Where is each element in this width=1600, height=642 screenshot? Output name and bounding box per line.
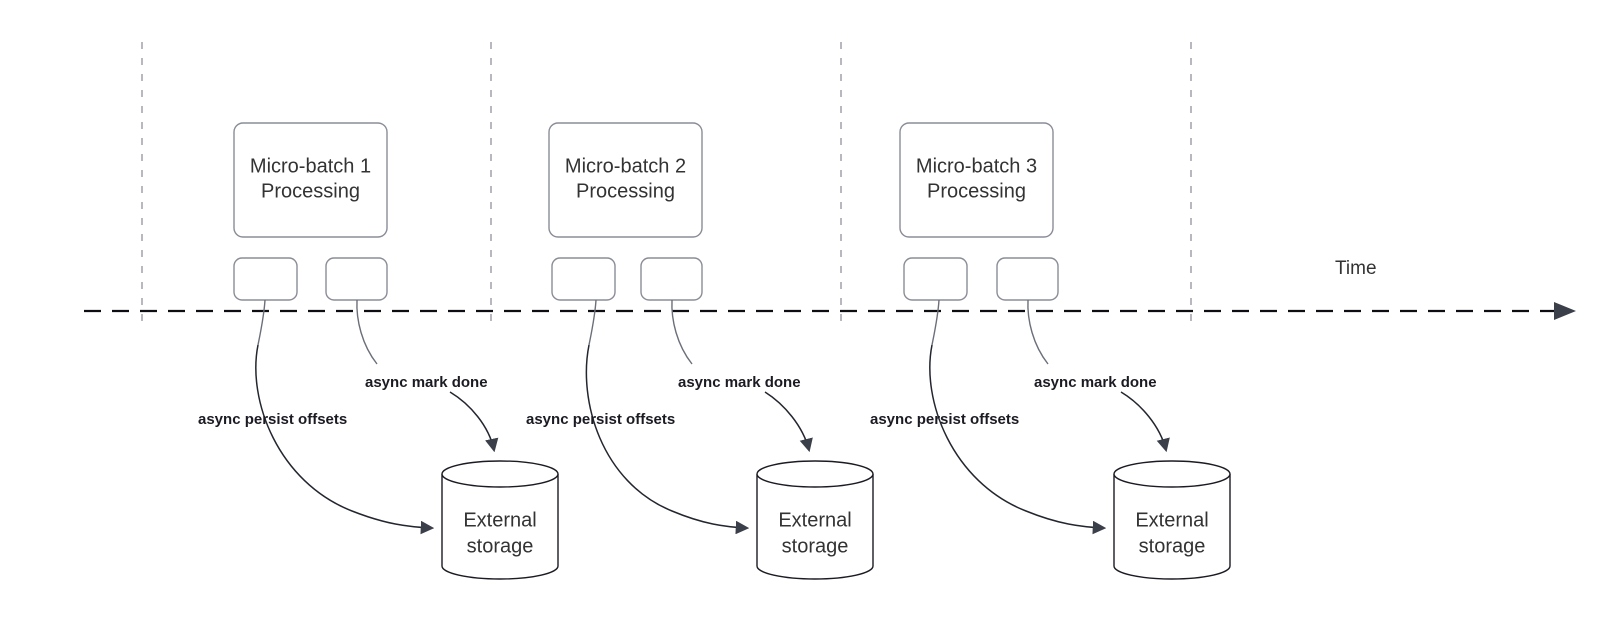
group-2-storage-label-line2: storage	[782, 535, 849, 557]
group-1-task-box-left[interactable]	[233, 257, 298, 301]
group-1-stub-right	[356, 299, 378, 365]
group-3-stub-left	[931, 299, 940, 346]
group-3-storage-label-line2: storage	[1139, 535, 1206, 557]
microbatch-3-label-line1: Micro-batch 3	[916, 155, 1037, 177]
group-1-task-box-right[interactable]	[325, 257, 388, 301]
group-2-task-box-right[interactable]	[640, 257, 703, 301]
microbatch-2-process-box[interactable]	[548, 122, 703, 238]
group-1-edge-label-mark-done: async mark done	[365, 374, 488, 391]
group-1-storage-label-line2: storage	[467, 535, 534, 557]
group-1-edge-label-persist-offsets: async persist offsets	[198, 411, 347, 428]
group-3-edge-mark-done	[1120, 391, 1170, 453]
group-3-task-box-left[interactable]	[903, 257, 968, 301]
group-2-task-box-left[interactable]	[551, 257, 616, 301]
microbatch-3-label-line2: Processing	[927, 180, 1026, 202]
group-1-edge-mark-done	[449, 391, 499, 453]
microbatch-2-label-line2: Processing	[576, 180, 675, 202]
group-1-storage-top	[441, 460, 559, 488]
group-2-external-storage[interactable]: External storage	[756, 460, 874, 580]
group-1-storage-body	[441, 474, 559, 580]
microbatch-1-process-box[interactable]	[233, 122, 388, 238]
group-2-edge-persist-offsets	[585, 344, 750, 535]
group-3-stub-right	[1027, 299, 1049, 365]
group-2-storage-body	[756, 474, 874, 580]
time-axis-label: Time	[1335, 258, 1377, 279]
timeline-arrow-head	[1554, 302, 1576, 320]
group-3-storage-top	[1113, 460, 1231, 488]
group-1-stub-left	[257, 299, 266, 346]
group-3-edge-persist-offsets	[929, 344, 1107, 535]
group-3-task-box-right[interactable]	[996, 257, 1059, 301]
group-2-edge-mark-done	[764, 391, 813, 453]
group-2-edge-label-mark-done: async mark done	[678, 374, 801, 391]
group-1-storage-label-line1: External	[463, 509, 536, 531]
group-2-edge-label-persist-offsets: async persist offsets	[526, 411, 675, 428]
microbatch-1-label-line2: Processing	[261, 180, 360, 202]
group-1-edge-persist-offsets	[255, 344, 435, 535]
microbatch-1-label-line1: Micro-batch 1	[250, 155, 371, 177]
group-2-stub-left	[588, 299, 597, 346]
group-2-stub-right	[671, 299, 693, 365]
group-3-edge-label-persist-offsets: async persist offsets	[870, 411, 1019, 428]
group-3-external-storage[interactable]: External storage	[1113, 460, 1231, 580]
group-1: Micro-batch 1 Processing async persist o…	[198, 122, 559, 580]
group-3: Micro-batch 3 Processing async persist o…	[870, 122, 1231, 580]
group-3-edge-label-mark-done: async mark done	[1034, 374, 1157, 391]
microbatch-3-process-box[interactable]	[899, 122, 1054, 238]
group-2-storage-top	[756, 460, 874, 488]
group-3-storage-body	[1113, 474, 1231, 580]
group-3-storage-label-line1: External	[1135, 509, 1208, 531]
microbatch-2-label-line1: Micro-batch 2	[565, 155, 686, 177]
group-2: Micro-batch 2 Processing async persist o…	[526, 122, 874, 580]
group-1-external-storage[interactable]: External storage	[441, 460, 559, 580]
group-2-storage-label-line1: External	[778, 509, 851, 531]
